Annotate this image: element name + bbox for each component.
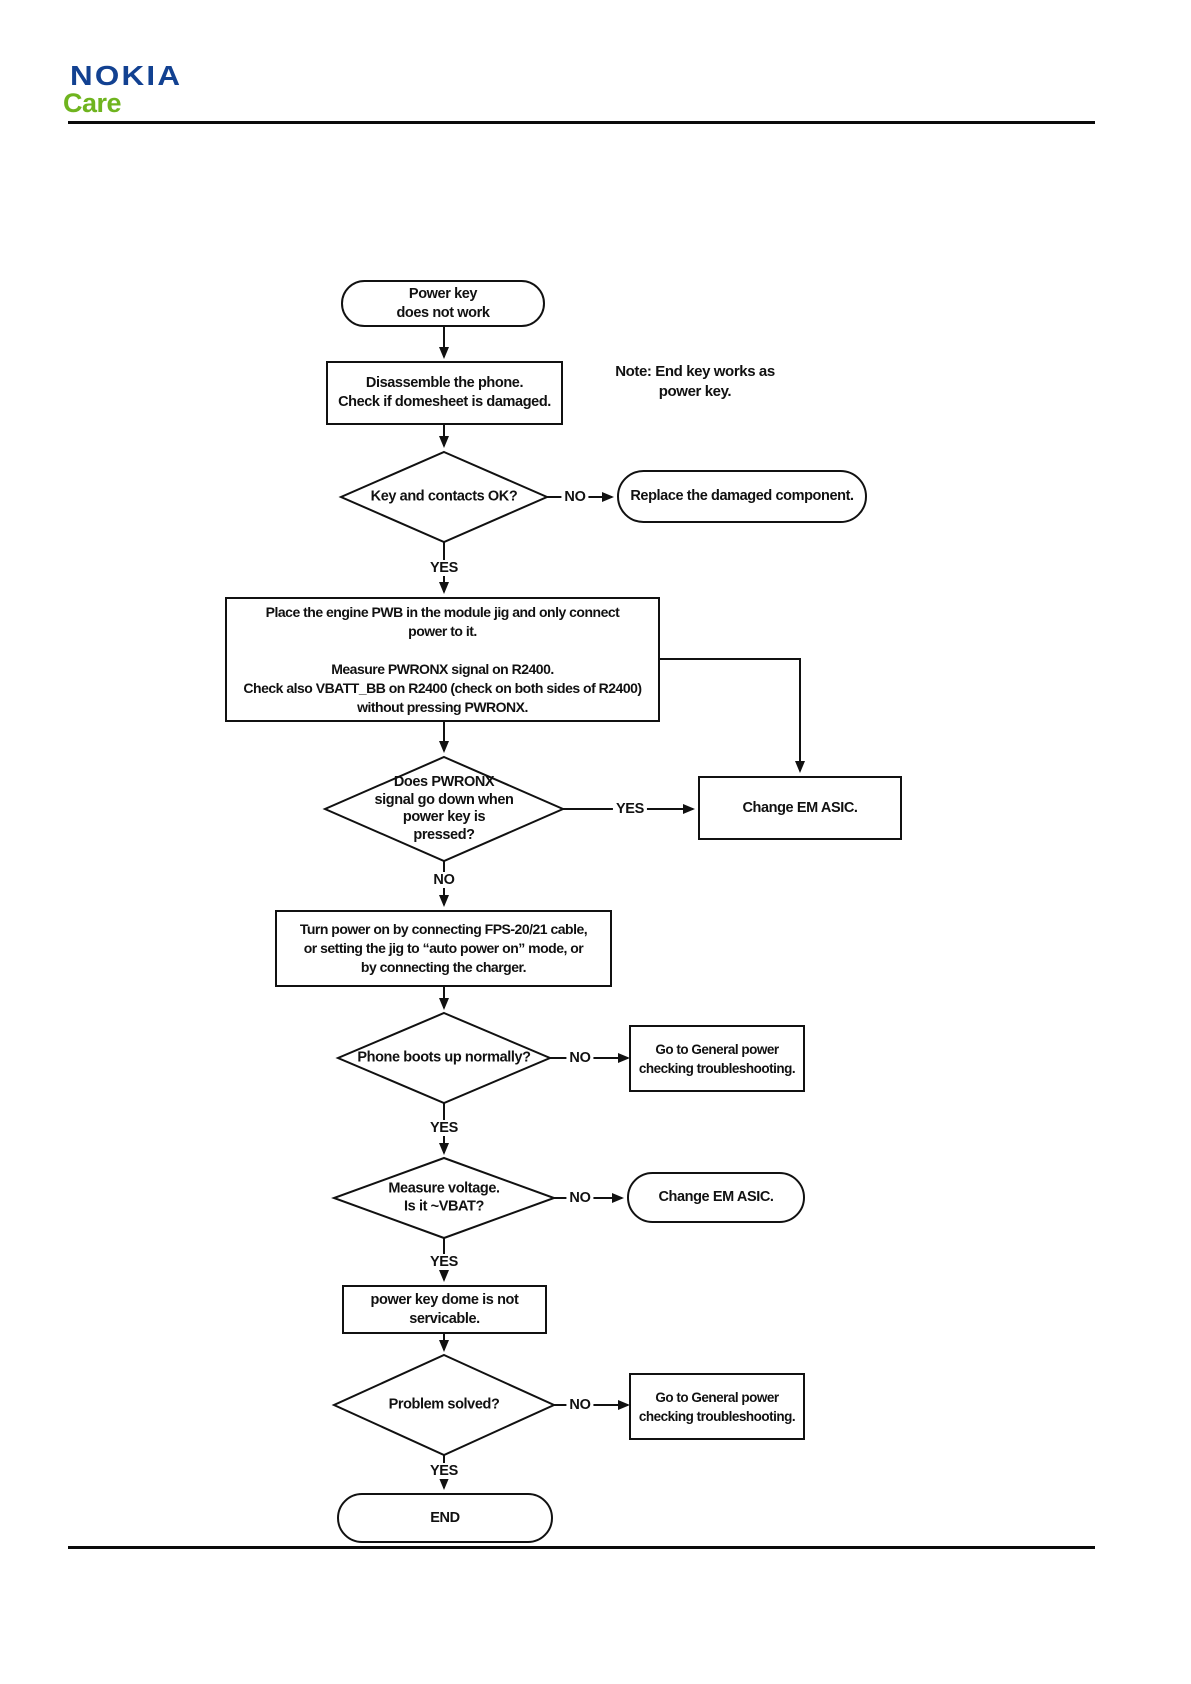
turn-power-on-box: Turn power on by connecting FPS-20/21 ca… xyxy=(275,910,612,987)
diamond-phone-boots-outline xyxy=(335,1011,553,1105)
decision-pwronx-label: Does PWRONX signal go down when power ke… xyxy=(374,774,514,843)
diamond-key-contacts-outline xyxy=(338,450,550,544)
end-node: END xyxy=(337,1493,553,1543)
goto-general-power-box-1: Go to General power checking troubleshoo… xyxy=(629,1025,805,1092)
label-yes-2: YES xyxy=(612,801,648,817)
label-no-2: NO xyxy=(430,872,458,888)
label-no-1: NO xyxy=(561,489,589,505)
diamond-problem-solved-outline xyxy=(331,1353,557,1457)
label-no-3: NO xyxy=(566,1050,594,1066)
power-key-dome-box: power key dome is not servicable. xyxy=(342,1285,547,1334)
goto-general-power-box-2: Go to General power checking troubleshoo… xyxy=(629,1373,805,1440)
nokia-logo: NOKIA xyxy=(70,60,183,91)
diamond-measure-voltage-outline xyxy=(331,1156,557,1240)
label-yes-1: YES xyxy=(426,560,462,576)
replace-component-node: Replace the damaged component. xyxy=(617,470,867,523)
label-no-4: NO xyxy=(566,1190,594,1206)
place-pwb-box: Place the engine PWB in the module jig a… xyxy=(225,597,660,722)
change-em-asic-box: Change EM ASIC. xyxy=(698,776,902,840)
decision-key-contacts-label: Key and contacts OK? xyxy=(370,488,518,505)
header-rule xyxy=(68,121,1095,124)
note-text: Note: End key works as power key. xyxy=(615,363,775,400)
label-yes-4: YES xyxy=(426,1254,462,1270)
decision-phone-boots-label: Phone boots up normally? xyxy=(357,1049,531,1066)
disassemble-box: Disassemble the phone. Check if domeshee… xyxy=(326,361,563,425)
change-em-asic-stadium: Change EM ASIC. xyxy=(627,1172,805,1223)
care-logo: Care xyxy=(63,88,122,118)
label-yes-5: YES xyxy=(426,1463,462,1479)
diamond-pwronx-outline xyxy=(322,755,566,863)
label-no-5: NO xyxy=(566,1397,594,1413)
label-yes-3: YES xyxy=(426,1120,462,1136)
decision-problem-solved-label: Problem solved? xyxy=(388,1396,500,1413)
decision-measure-voltage-label: Measure voltage. Is it ~VBAT? xyxy=(388,1180,500,1215)
start-node: Power key does not work xyxy=(341,280,545,327)
connector-placepwb-emasic xyxy=(660,658,805,773)
footer-rule xyxy=(68,1546,1095,1549)
